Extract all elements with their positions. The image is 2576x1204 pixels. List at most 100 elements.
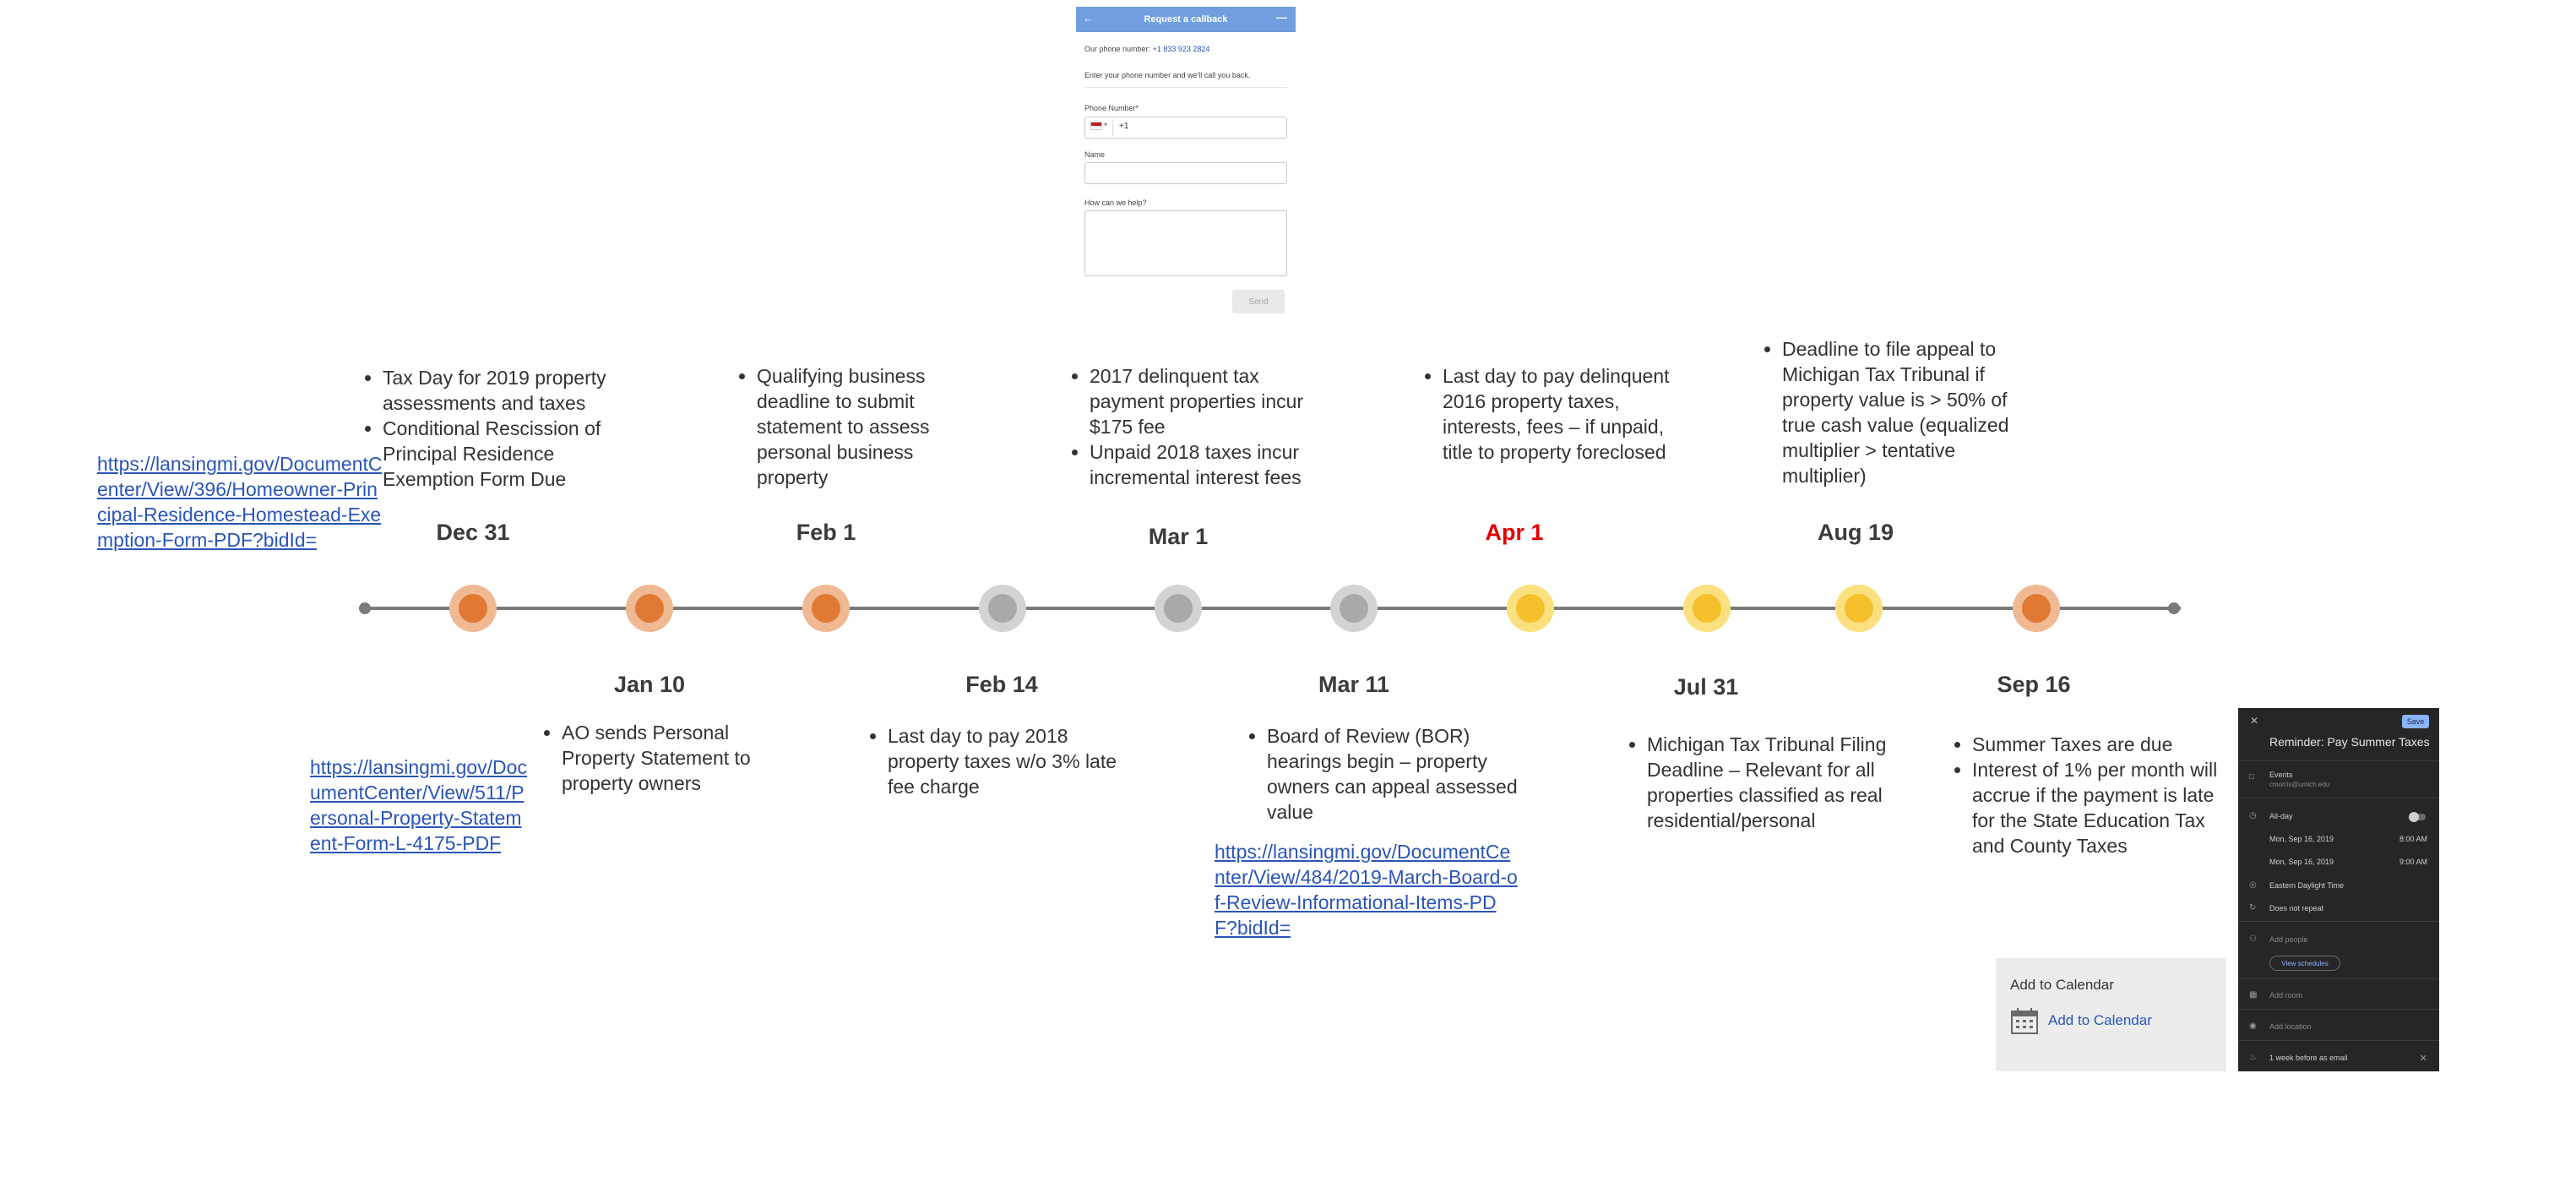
timeline-end-cap bbox=[2168, 602, 2180, 614]
timeline-node bbox=[979, 585, 1026, 632]
repeat-option[interactable]: Does not repeat bbox=[2269, 904, 2324, 913]
globe-icon: ◎ bbox=[2249, 880, 2257, 890]
timeline-node bbox=[1155, 585, 1202, 632]
timeline-node bbox=[1507, 585, 1554, 632]
timezone[interactable]: Eastern Daylight Time bbox=[2269, 881, 2345, 890]
list-item: Qualifying business deadline to submit s… bbox=[757, 363, 976, 490]
list-item: Board of Review (BOR) hearings begin – p… bbox=[1267, 723, 1520, 825]
chevron-down-icon[interactable]: ▾ bbox=[1104, 121, 1108, 128]
date-feb-1: Feb 1 bbox=[796, 520, 856, 545]
calendar-email: cmorris@umich.edu bbox=[2269, 781, 2330, 788]
phone-number-link[interactable]: +1 833 923 2824 bbox=[1152, 45, 1210, 53]
name-input[interactable] bbox=[1084, 162, 1287, 184]
date-dec-31: Dec 31 bbox=[436, 520, 510, 545]
save-button[interactable]: Save bbox=[2402, 715, 2429, 728]
callback-intro: Enter your phone number and we'll call y… bbox=[1084, 71, 1251, 79]
bell-icon: ♨ bbox=[2249, 1053, 2257, 1062]
timeline-node-core bbox=[1516, 594, 1545, 623]
timeline-node-core bbox=[1340, 594, 1368, 623]
personal-property-statement-link[interactable]: https://lansingmi.gov/DocumentCenter/Vie… bbox=[310, 756, 527, 854]
divider bbox=[2238, 760, 2439, 761]
location-icon: ◉ bbox=[2249, 1021, 2257, 1031]
event-list-mar-1: 2017 delinquent tax payment properties i… bbox=[1066, 363, 1334, 490]
callback-header: ← Request a callback — bbox=[1076, 7, 1296, 32]
list-item: AO sends Personal Property Statement to … bbox=[562, 720, 807, 796]
timeline-axis bbox=[365, 607, 2181, 610]
event-list-jul-31: Michigan Tax Tribunal Filing Deadline – … bbox=[1623, 732, 1900, 833]
add-people-input[interactable]: Add people bbox=[2269, 935, 2308, 944]
list-item: Interest of 1% per month will accrue if … bbox=[1972, 757, 2225, 858]
back-arrow-icon[interactable]: ← bbox=[1083, 12, 1094, 25]
date-jan-10: Jan 10 bbox=[613, 672, 686, 697]
end-date[interactable]: Mon, Sep 16, 2019 bbox=[2269, 858, 2334, 866]
callback-title: Request a callback bbox=[1144, 14, 1228, 25]
reminder-title[interactable]: Reminder: Pay Summer Taxes bbox=[2269, 735, 2430, 749]
timeline-start-cap bbox=[359, 602, 371, 614]
phone-label: Phone Number* bbox=[1084, 104, 1139, 112]
calendar-icon: □ bbox=[2249, 772, 2255, 782]
date-mar-1: Mar 1 bbox=[1148, 524, 1209, 549]
list-item: Michigan Tax Tribunal Filing Deadline – … bbox=[1647, 732, 1900, 833]
event-list-sep-16: Summer Taxes are due Interest of 1% per … bbox=[1948, 732, 2225, 858]
date-sep-16: Sep 16 bbox=[1997, 672, 2071, 697]
list-item: 2017 delinquent tax payment properties i… bbox=[1090, 363, 1334, 439]
help-label: How can we help? bbox=[1084, 199, 1147, 207]
homestead-exemption-link[interactable]: https://lansingmi.gov/DocumentCenter/Vie… bbox=[97, 453, 383, 551]
timeline-node bbox=[1683, 585, 1731, 632]
divider bbox=[2238, 978, 2439, 979]
add-location-input[interactable]: Add location bbox=[2269, 1022, 2312, 1031]
event-list-dec-31: Tax Day for 2019 property assessments an… bbox=[359, 365, 636, 492]
timeline-node-core bbox=[1693, 594, 1721, 623]
event-list-mar-11: Board of Review (BOR) hearings begin – p… bbox=[1243, 723, 1520, 825]
calendar-icon[interactable] bbox=[2010, 1006, 2039, 1035]
timeline-node bbox=[1330, 585, 1378, 632]
list-item: Deadline to file appeal to Michigan Tax … bbox=[1782, 336, 2035, 488]
end-time[interactable]: 9:00 AM bbox=[2399, 858, 2427, 866]
event-list-aug-19: Deadline to file appeal to Michigan Tax … bbox=[1758, 336, 2035, 488]
list-item: Tax Day for 2019 property assessments an… bbox=[383, 365, 636, 416]
timeline-node-core bbox=[459, 594, 487, 623]
people-icon: ⚇ bbox=[2249, 934, 2257, 944]
event-list-apr-1: Last day to pay delinquent 2016 property… bbox=[1419, 363, 1696, 465]
send-button[interactable]: Send bbox=[1232, 290, 1285, 313]
all-day-toggle[interactable] bbox=[2409, 812, 2426, 822]
timeline-node-core bbox=[2022, 594, 2051, 623]
timeline-node-core bbox=[1164, 594, 1193, 623]
phone-input[interactable]: ▾ +1 bbox=[1084, 117, 1287, 139]
phone-number-label: Our phone number: bbox=[1084, 45, 1151, 53]
list-item: Unpaid 2018 taxes incur incremental inte… bbox=[1090, 439, 1334, 490]
list-item: Last day to pay delinquent 2016 property… bbox=[1443, 363, 1696, 465]
add-room-input[interactable]: Add room bbox=[2269, 991, 2303, 1000]
start-date[interactable]: Mon, Sep 16, 2019 bbox=[2269, 835, 2334, 843]
timeline-node bbox=[626, 585, 673, 632]
add-to-calendar-box: Add to Calendar Add to Calendar bbox=[1996, 958, 2226, 1071]
timeline-node-core bbox=[1845, 594, 1873, 623]
divider bbox=[2238, 1009, 2439, 1010]
help-textarea[interactable] bbox=[1084, 210, 1287, 276]
notification-setting[interactable]: 1 week before as email bbox=[2269, 1054, 2348, 1062]
date-feb-14: Feb 14 bbox=[965, 672, 1038, 697]
reminder-panel: ✕ Save Reminder: Pay Summer Taxes □ Even… bbox=[2238, 708, 2439, 1071]
repeat-icon: ↻ bbox=[2249, 903, 2257, 913]
minimize-icon[interactable]: — bbox=[1276, 11, 1287, 24]
event-list-jan-10: AO sends Personal Property Statement to … bbox=[538, 720, 807, 796]
add-to-calendar-title: Add to Calendar bbox=[2010, 977, 2114, 993]
calendar-name[interactable]: Events bbox=[2269, 771, 2293, 779]
timeline-node bbox=[449, 585, 497, 632]
remove-notification-icon[interactable]: ✕ bbox=[2419, 1054, 2427, 1064]
callback-dialog: ← Request a callback — Our phone number:… bbox=[1076, 7, 1296, 319]
date-mar-11: Mar 11 bbox=[1318, 672, 1390, 697]
us-flag-icon[interactable] bbox=[1090, 122, 1102, 130]
board-of-review-link[interactable]: https://lansingmi.gov/DocumentCenter/Vie… bbox=[1215, 841, 1518, 939]
start-time[interactable]: 8:00 AM bbox=[2399, 835, 2427, 843]
divider bbox=[2238, 921, 2439, 922]
all-day-label: All-day bbox=[2269, 812, 2293, 820]
event-list-feb-1: Qualifying business deadline to submit s… bbox=[733, 363, 976, 490]
timeline-node bbox=[802, 585, 850, 632]
date-apr-1: Apr 1 bbox=[1485, 520, 1544, 545]
list-item: Last day to pay 2018 property taxes w/o … bbox=[888, 723, 1124, 799]
view-schedules-button[interactable]: View schedules bbox=[2269, 956, 2340, 971]
phone-number-line: Our phone number: +1 833 923 2824 bbox=[1084, 45, 1209, 53]
add-to-calendar-link[interactable]: Add to Calendar bbox=[2048, 1012, 2152, 1028]
close-icon[interactable]: ✕ bbox=[2250, 715, 2259, 727]
